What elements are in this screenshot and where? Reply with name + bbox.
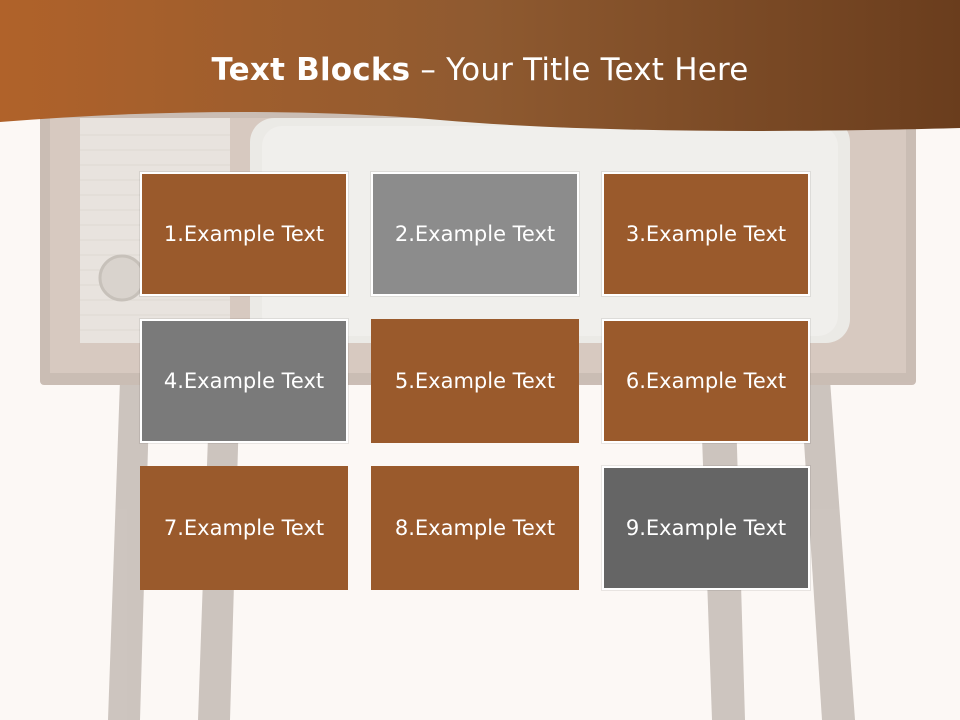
text-block-label: 5.Example Text <box>394 369 556 393</box>
text-block-label: 6.Example Text <box>625 369 787 393</box>
text-block-6[interactable]: 6.Example Text <box>602 319 810 443</box>
text-block-label: 4.Example Text <box>163 369 325 393</box>
text-block-label: 3.Example Text <box>625 222 787 246</box>
text-block-label: 8.Example Text <box>394 516 556 540</box>
text-block-8[interactable]: 8.Example Text <box>371 466 579 590</box>
text-block-label: 9.Example Text <box>625 516 787 540</box>
text-block-3[interactable]: 3.Example Text <box>602 172 810 296</box>
text-block-7[interactable]: 7.Example Text <box>140 466 348 590</box>
text-block-2[interactable]: 2.Example Text <box>371 172 579 296</box>
slide-title-bold: Text Blocks <box>211 52 411 88</box>
text-block-4[interactable]: 4.Example Text <box>140 319 348 443</box>
text-block-label: 7.Example Text <box>163 516 325 540</box>
slide-title: Text Blocks – Your Title Text Here <box>0 52 960 88</box>
slide-title-rest: – Your Title Text Here <box>420 52 749 88</box>
text-block-1[interactable]: 1.Example Text <box>140 172 348 296</box>
text-block-label: 1.Example Text <box>163 222 325 246</box>
text-block-label: 2.Example Text <box>394 222 556 246</box>
text-block-9[interactable]: 9.Example Text <box>602 466 810 590</box>
text-block-5[interactable]: 5.Example Text <box>371 319 579 443</box>
